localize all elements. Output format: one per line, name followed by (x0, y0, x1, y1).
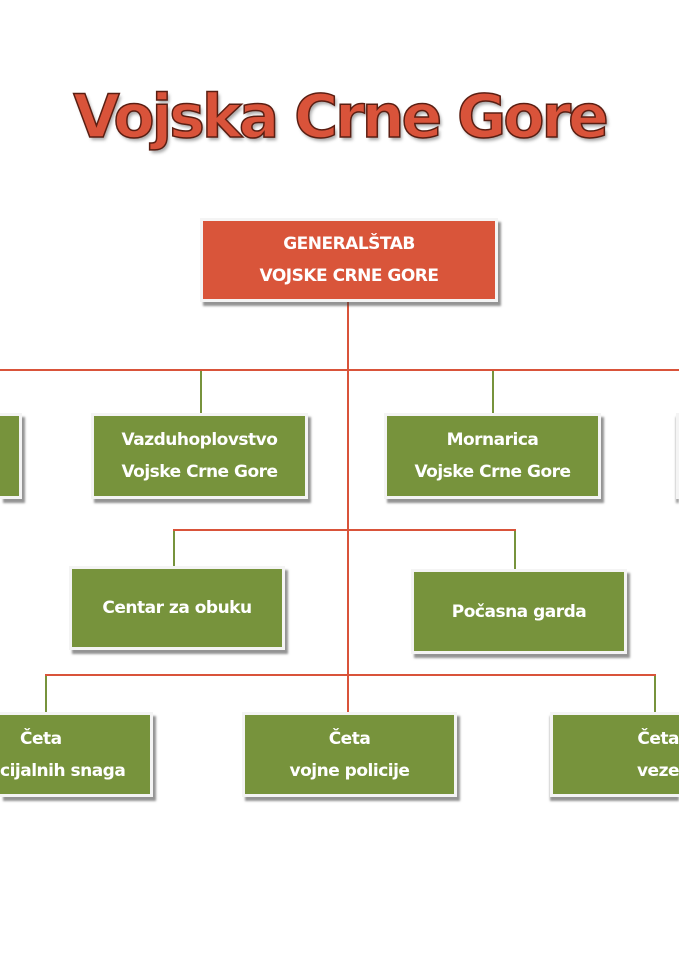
diagram-title: Vojska Crne Gore (72, 81, 609, 153)
mornarica-line1: Mornarica (446, 430, 539, 450)
connector-level3-bus (45, 674, 656, 676)
connector-level1-bus (0, 369, 679, 371)
ceta-vojne-policije-box: Četa vojne policije (242, 712, 457, 797)
connector-level2-bus (173, 529, 516, 531)
ceta-veze-box: Četa veze (550, 712, 679, 797)
ceta-line1: Četa (328, 728, 371, 749)
mornarica-box: Mornarica Vojske Crne Gore (384, 413, 601, 499)
connector-pocasna (514, 531, 516, 569)
centar-za-obuku-label: Centar za obuku (102, 598, 252, 618)
connector-centar (173, 531, 175, 566)
ceta-specijalnih-snaga-box: Četa cijalnih snaga (0, 712, 153, 797)
connector-vazduhoplovstvo (200, 371, 202, 413)
pocasna-garda-label: Počasna garda (451, 601, 587, 622)
generalstab-line1: GENERALŠTAB (283, 234, 415, 254)
ceta-line1: Četa (637, 728, 679, 749)
ceta-line2: cijalnih snaga (0, 760, 126, 781)
ceta-line1: Četa (20, 728, 62, 749)
vazduhoplovstvo-line1: Vazduhoplovstvo (121, 430, 278, 450)
generalstab-line2: VOJSKE CRNE GORE (259, 266, 439, 286)
unit-box-right-partial (676, 413, 679, 499)
mornarica-line2: Vojske Crne Gore (414, 462, 571, 482)
ceta-line2: vojne policije (289, 760, 410, 781)
vazduhoplovstvo-line2: Vojske Crne Gore (121, 462, 278, 482)
connector-ceta-right (654, 676, 656, 712)
centar-za-obuku-box: Centar za obuku (69, 566, 285, 650)
pocasna-garda-box: Počasna garda (411, 569, 627, 654)
vazduhoplovstvo-box: Vazduhoplovstvo Vojske Crne Gore (91, 413, 308, 499)
unit-box-left-partial (0, 413, 22, 499)
connector-ceta-left (45, 676, 47, 712)
generalstab-box: GENERALŠTAB VOJSKE CRNE GORE (200, 218, 498, 302)
connector-root-trunk (347, 302, 349, 712)
connector-mornarica (492, 371, 494, 413)
ceta-line2: veze (636, 760, 679, 781)
